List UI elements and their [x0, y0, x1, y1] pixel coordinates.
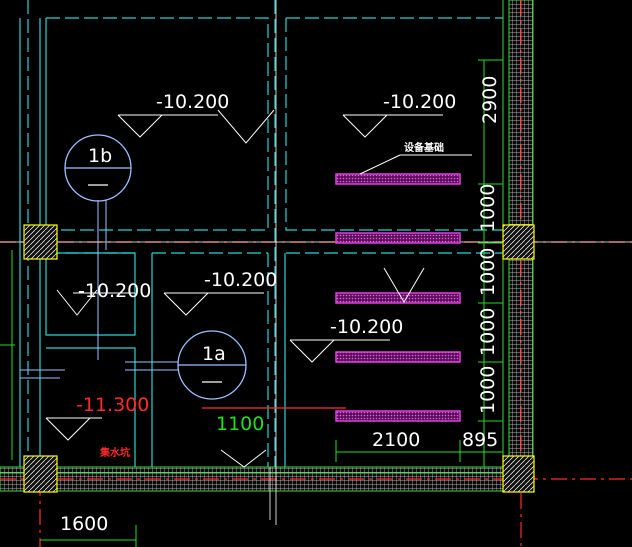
- level-top-left: -10.200: [156, 91, 229, 113]
- dim-1600: 1600: [60, 513, 108, 535]
- dim-895: 895: [462, 429, 498, 451]
- equipment-bases: [335, 173, 461, 422]
- column-bottom-left: [23, 455, 58, 493]
- column-bottom-right: [502, 455, 535, 493]
- partition-walls: [19, 18, 286, 467]
- section-marker-1a: [20, 330, 247, 400]
- elevation-labels: -10.200 -10.200 -10.200 -10.200 -10.200 …: [76, 91, 456, 416]
- equipment-base-2: [335, 232, 461, 244]
- equipment-base-1: [335, 173, 461, 185]
- sump-pit-label: 集水坑: [99, 446, 130, 459]
- level-mid-center: -10.200: [204, 269, 277, 291]
- equipment-base-3: [335, 292, 461, 304]
- level-mid-right: -10.200: [330, 316, 403, 338]
- level-top-right: -10.200: [383, 91, 456, 113]
- leader-equipment: [359, 154, 401, 175]
- vertical-dimension-labels: 2900 1000 1000 1000 1000: [477, 76, 501, 414]
- axis-reference-lines: [0, 0, 632, 525]
- dim-1000-c: 1000: [477, 308, 499, 356]
- section-marker-1b: [64, 134, 132, 360]
- columns: [23, 224, 535, 493]
- dim-1000-a: 1000: [477, 184, 499, 232]
- level-sump: -11.300: [76, 394, 149, 416]
- dashed-outlines: [27, 0, 503, 467]
- equipment-base-5: [335, 410, 461, 422]
- dim-1000-b: 1000: [477, 248, 499, 296]
- elevation-symbols: [45, 109, 443, 468]
- dim-2100: 2100: [372, 429, 420, 451]
- level-mid-left: -10.200: [78, 280, 151, 302]
- dim-1000-d: 1000: [477, 366, 499, 414]
- equipment-base-4: [335, 351, 461, 363]
- dim-1100: 1100: [216, 413, 264, 435]
- column-left: [23, 224, 58, 260]
- section-marker-1b-label: 1b: [88, 145, 112, 167]
- equipment-foundation-label: 设备基础: [404, 141, 444, 154]
- section-marker-1a-label: 1a: [202, 343, 226, 365]
- column-right: [502, 224, 535, 260]
- dimension-lines: [0, 59, 503, 547]
- dim-2900: 2900: [479, 76, 501, 124]
